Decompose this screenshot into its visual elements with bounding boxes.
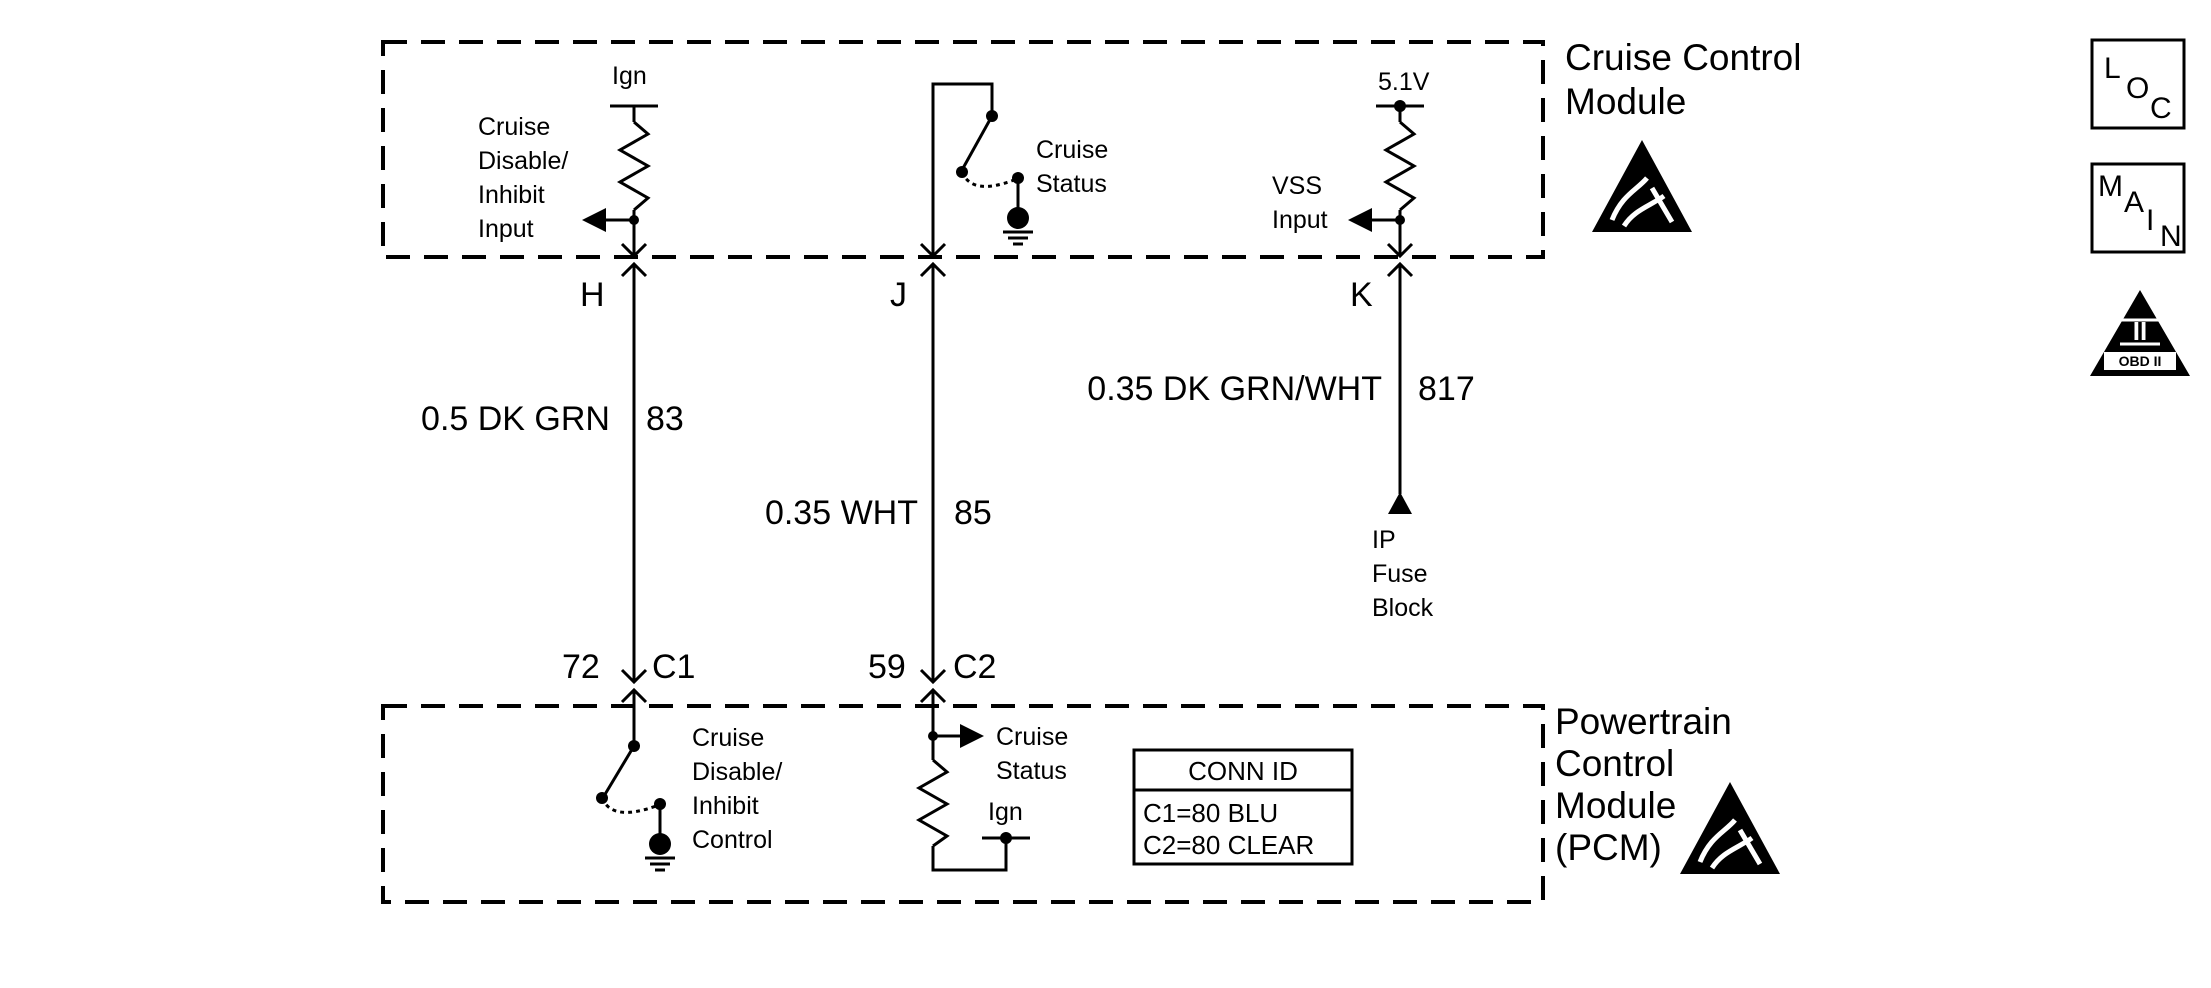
pcm-status-line2: Status <box>996 757 1067 785</box>
pin-h-label: H <box>580 276 605 314</box>
pin-59-label: 59 <box>868 648 906 686</box>
fuse-block-arrow <box>1388 492 1412 514</box>
pcm-name-line4: (PCM) <box>1555 827 1662 868</box>
ccm-status-line1: Cruise <box>1036 136 1108 164</box>
pcm-name-line3: Module <box>1555 785 1676 826</box>
svg-text:OBD II: OBD II <box>2119 353 2162 369</box>
ccm-vss-line2: Input <box>1272 206 1328 234</box>
svg-text:N: N <box>2160 220 2182 253</box>
svg-text:M: M <box>2098 170 2123 203</box>
conn-id-table <box>1132 748 1354 866</box>
pcm-disable-control-circuit <box>596 690 675 872</box>
ccm-box <box>381 40 1545 259</box>
svg-text:L: L <box>2104 52 2121 85</box>
wire-817-circuit: 817 <box>1418 370 1475 408</box>
ccm-disable-line1: Cruise <box>478 113 550 141</box>
pin-72-label: 72 <box>562 648 600 686</box>
ccm-supply-label: 5.1V <box>1378 68 1430 96</box>
ccm-disable-line3: Inhibit <box>478 181 545 209</box>
pin-k-label: K <box>1350 276 1373 314</box>
pin-c2-label: C2 <box>953 648 996 686</box>
pcm-ign-label: Ign <box>988 798 1023 826</box>
main-symbol-icon: M A I N <box>2090 162 2186 254</box>
ccm-status-switch-circuit <box>919 82 1033 259</box>
loc-symbol-icon: L O C <box>2090 38 2186 130</box>
ccm-vss-line1: VSS <box>1272 172 1322 200</box>
wire-83-spec: 0.5 DK GRN <box>421 400 610 438</box>
pin-j-label: J <box>890 276 907 314</box>
pcm-status-circuit <box>915 690 1030 872</box>
wire-85-circuit: 85 <box>954 494 992 532</box>
pcm-control-line2: Disable/ <box>692 758 782 786</box>
ccm-disable-line4: Input <box>478 215 534 243</box>
ccm-vss-input-circuit <box>1348 100 1424 259</box>
ccm-ign-label: Ign <box>612 62 647 90</box>
svg-text:C: C <box>2150 92 2172 125</box>
pcm-status-line1: Cruise <box>996 723 1068 751</box>
ccm-esd-icon <box>1592 140 1692 232</box>
pcm-control-line4: Control <box>692 826 773 854</box>
wire-817-spec: 0.35 DK GRN/WHT <box>1087 370 1382 408</box>
ccm-status-line2: Status <box>1036 170 1107 198</box>
fuse-block-line3: Block <box>1372 594 1434 622</box>
conn-id-c2: C2=80 CLEAR <box>1143 830 1314 860</box>
ccm-disable-line2: Disable/ <box>478 147 568 175</box>
wire-85-spec: 0.35 WHT <box>765 494 918 532</box>
svg-text:O: O <box>2126 72 2149 105</box>
pcm-name-line2: Control <box>1555 743 1674 784</box>
pcm-esd-icon <box>1680 782 1780 874</box>
svg-text:A: A <box>2124 186 2144 219</box>
wire-83-circuit: 83 <box>646 400 684 438</box>
svg-text:I: I <box>2146 204 2154 237</box>
pcm-box <box>381 704 1545 904</box>
ccm-name-line2: Module <box>1565 81 1686 122</box>
conn-id-c1: C1=80 BLU <box>1143 798 1278 828</box>
ccm-name-line1: Cruise Control <box>1565 37 1801 78</box>
obd-ii-symbol-icon: II OBD II <box>2090 290 2190 376</box>
svg-text:II: II <box>2133 316 2147 346</box>
conn-id-title: CONN ID <box>1188 756 1298 786</box>
pcm-control-line1: Cruise <box>692 724 764 752</box>
ccm-disable-input-circuit <box>582 104 658 259</box>
pin-c1-label: C1 <box>652 648 695 686</box>
fuse-block-line2: Fuse <box>1372 560 1428 588</box>
pcm-name-line1: Powertrain <box>1555 701 1732 742</box>
ccm-connector-pins <box>620 261 1414 278</box>
pcm-control-line3: Inhibit <box>692 792 759 820</box>
fuse-block-line1: IP <box>1372 526 1396 554</box>
